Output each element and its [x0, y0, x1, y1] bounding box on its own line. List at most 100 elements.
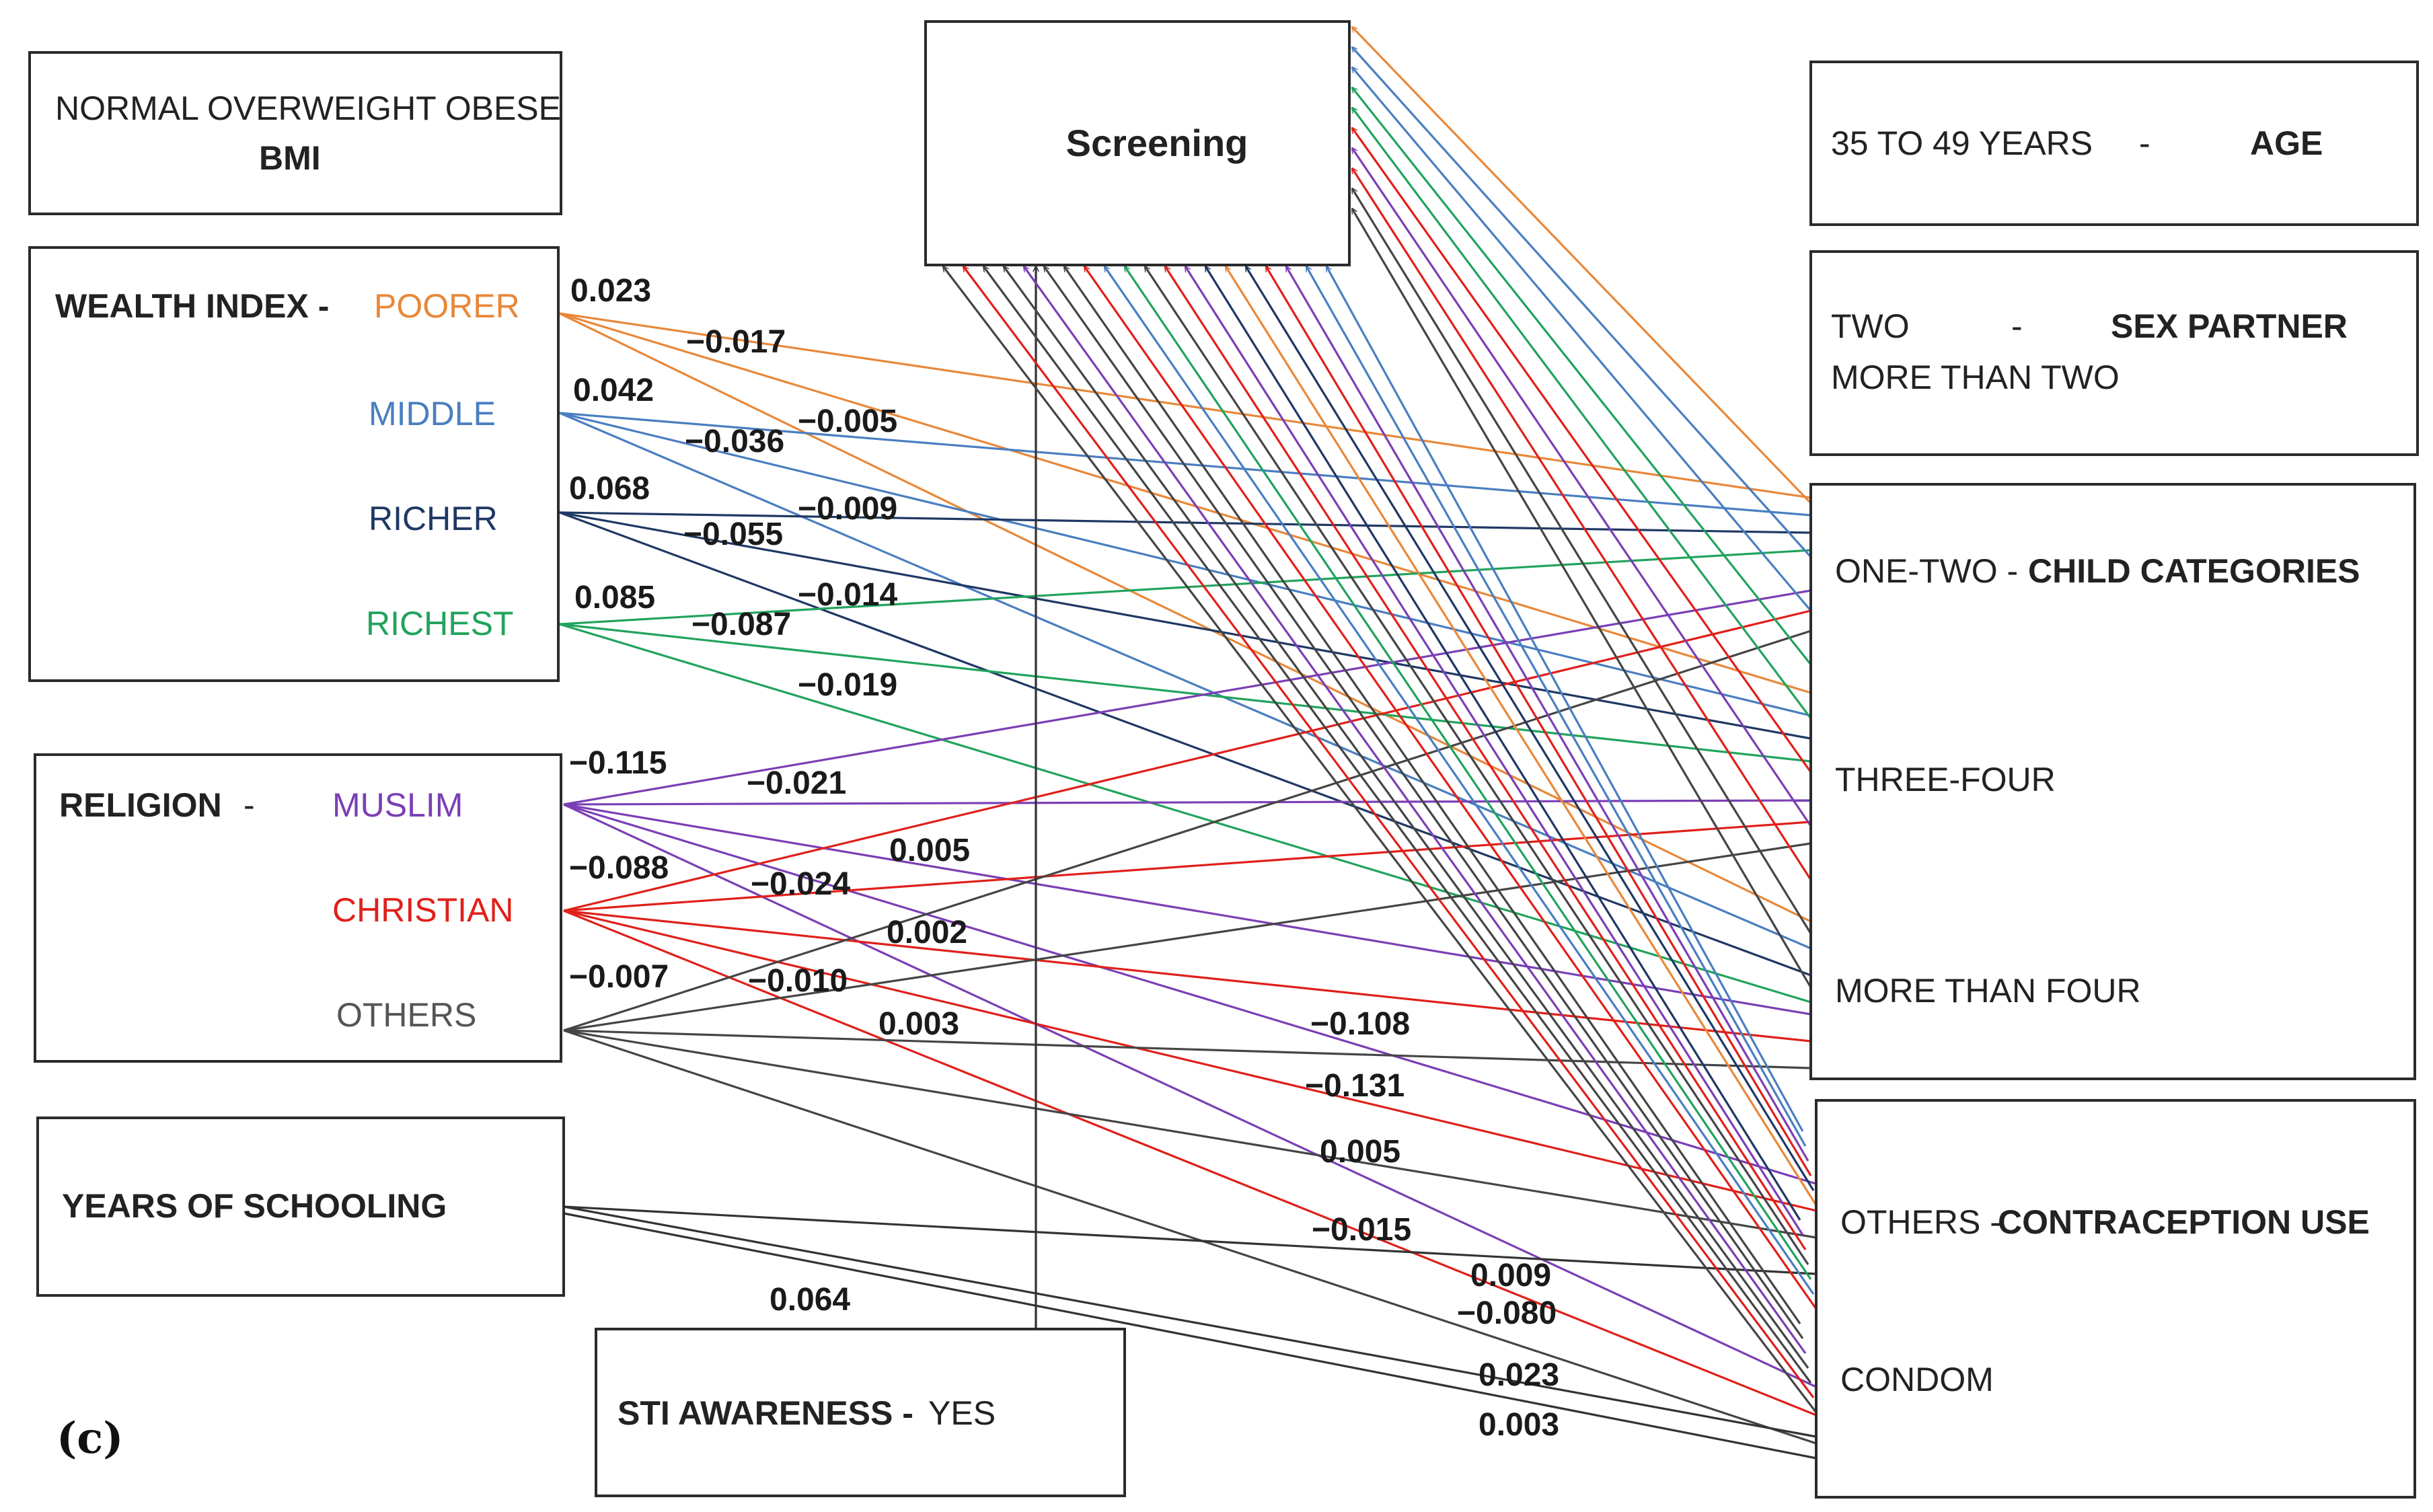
bmi-node: NORMAL OVERWEIGHT OBESE BMI [28, 51, 562, 215]
edge-christian-child-one-two [563, 609, 1811, 912]
coef-richest-4: −0.019 [798, 667, 897, 703]
years-of-schooling-node: YEARS OF SCHOOLING [36, 1117, 565, 1297]
coef-sti-awareness: 0.064 [770, 1282, 850, 1318]
edge-poorer-child-more-than-four [559, 312, 1811, 923]
edge-to-screening-11 [1145, 266, 1809, 1265]
coef-middle-2: −0.036 [685, 424, 784, 459]
coef-middle-3: −0.005 [798, 404, 897, 439]
edge-to-screening-17 [1265, 266, 1812, 1176]
edge-right-screening-2 [1352, 47, 1812, 558]
coef-richer-2: −0.055 [683, 517, 783, 552]
edge-others-child-three-four [563, 842, 1811, 1032]
religion-dash: - [244, 786, 255, 824]
edge-right-screening-3 [1352, 67, 1812, 612]
sti-awareness-node: STI AWARENESS - YES [595, 1328, 1126, 1497]
edge-richer-child-three-four [559, 511, 1811, 740]
child-three-four: THREE-FOUR [1835, 761, 2056, 798]
contraception-use-title: CONTRACEPTION USE [1998, 1203, 2370, 1241]
sti-awareness-title: STI AWARENESS - [617, 1394, 913, 1432]
edge-right-screening-9 [1351, 188, 1812, 934]
edge-richer-child-one-two [559, 511, 1811, 534]
edge-poorer-child-one-two [559, 312, 1811, 499]
edge-to-screening-19 [1305, 266, 1807, 1147]
coef-condom-4: 0.003 [1478, 1407, 1559, 1443]
coef-others-2: −0.010 [748, 963, 848, 999]
coef-muslim-1: −0.115 [569, 745, 667, 781]
edge-others-child-more-than-four [563, 1029, 1811, 1069]
child-categories-title: CHILD CATEGORIES [2028, 552, 2360, 590]
child-more-than-four: MORE THAN FOUR [1835, 972, 2141, 1010]
coef-condom-2: −0.080 [1457, 1295, 1557, 1331]
coef-muslim-2: −0.021 [747, 765, 846, 801]
wealth-richest: RICHEST [366, 605, 513, 642]
edge-to-screening-8 [1084, 266, 1818, 1310]
coef-middle-1: 0.042 [573, 373, 654, 408]
path-lines [559, 27, 1818, 1460]
coef-christian-3: 0.002 [887, 915, 967, 950]
edge-schooling-contraception-condom-1 [563, 1205, 1817, 1438]
edge-poorer-child-three-four [559, 312, 1811, 694]
edge-schooling-contraception-condom-2 [563, 1212, 1817, 1460]
age-title: AGE [2250, 124, 2323, 162]
edge-christian-contraception-condom [563, 909, 1817, 1416]
screening-title: Screening [1066, 122, 1248, 164]
edge-right-screening-10 [1351, 209, 1812, 988]
edge-to-screening-16 [1244, 266, 1815, 1191]
edge-muslim-child-three-four [563, 799, 1811, 806]
edge-richer-child-more-than-four [559, 511, 1811, 977]
sti-awareness-yes: YES [928, 1394, 996, 1432]
religion-muslim: MUSLIM [332, 786, 463, 824]
edge-to-screening-9 [1105, 266, 1815, 1295]
coef-poorer-2: −0.017 [686, 324, 786, 360]
child-categories-node: ONE-TWO - CHILD CATEGORIES THREE-FOUR MO… [1809, 483, 2416, 1080]
age-node: 35 TO 49 YEARS - AGE [1809, 61, 2419, 226]
edge-to-screening-13 [1184, 266, 1804, 1236]
bmi-categories: NORMAL OVERWEIGHT OBESE [55, 89, 561, 127]
coef-christian-2: −0.024 [751, 866, 850, 902]
coef-others-3: 0.003 [878, 1006, 959, 1042]
edge-to-screening-5 [1024, 266, 1807, 1354]
sex-partner-dash: - [2011, 307, 2023, 345]
religion-others: OTHERS [336, 996, 476, 1034]
coef-christian-1: −0.088 [569, 850, 669, 886]
coef-contraception-others-3: 0.005 [1320, 1134, 1400, 1170]
edge-to-screening-12 [1164, 266, 1807, 1250]
edge-to-screening-6 [1044, 266, 1804, 1339]
edge-others-contraception-others [563, 1029, 1817, 1239]
coef-richest-1: 0.085 [574, 580, 655, 615]
edge-to-screening-3 [983, 266, 1812, 1384]
years-of-schooling-title: YEARS OF SCHOOLING [62, 1187, 447, 1225]
edge-christian-child-more-than-four [563, 909, 1811, 1043]
coef-richest-3: −0.014 [798, 577, 897, 613]
edge-to-screening-20 [1325, 266, 1804, 1132]
edge-right-screening-4 [1352, 87, 1812, 665]
coef-condom-3: 0.023 [1478, 1357, 1559, 1393]
edge-to-screening-14 [1204, 266, 1801, 1221]
edge-right-screening-8 [1351, 168, 1812, 880]
edge-richest-child-one-two [559, 549, 1811, 626]
child-one-two: ONE-TWO - [1835, 552, 2018, 590]
contraception-use-node: OTHERS - CONTRACEPTION USE CONDOM [1815, 1099, 2416, 1499]
wealth-index-node: WEALTH INDEX - POORER MIDDLE RICHER RICH… [28, 246, 560, 682]
edge-to-screening-18 [1285, 266, 1809, 1162]
wealth-middle: MIDDLE [369, 395, 496, 432]
edge-others-child-one-two [563, 630, 1811, 1032]
edge-right-screening-1 [1352, 27, 1812, 504]
edge-to-screening-7 [1064, 266, 1801, 1324]
coef-richest-2: −0.087 [691, 607, 791, 642]
religion-title: RELIGION [59, 786, 222, 824]
contraception-others: OTHERS - [1840, 1203, 2001, 1241]
edge-to-screening-4 [1004, 266, 1809, 1369]
edge-middle-child-more-than-four [559, 412, 1811, 950]
edge-right-screening-6 [1352, 128, 1812, 773]
sex-partner-node: TWO - SEX PARTNER MORE THAN TWO [1809, 250, 2419, 456]
coef-muslim-3: 0.005 [889, 833, 970, 868]
panel-label: (c) [57, 1413, 124, 1464]
edge-schooling-contraception-others [563, 1205, 1817, 1275]
wealth-index-title: WEALTH INDEX - [55, 287, 329, 325]
bmi-title: BMI [259, 139, 321, 177]
edge-muslim-child-more-than-four [563, 803, 1811, 1016]
coefficient-labels: 0.023 −0.017 0.042 −0.005 −0.036 0.068 −… [569, 273, 1559, 1443]
coef-poorer-1: 0.023 [570, 273, 651, 309]
